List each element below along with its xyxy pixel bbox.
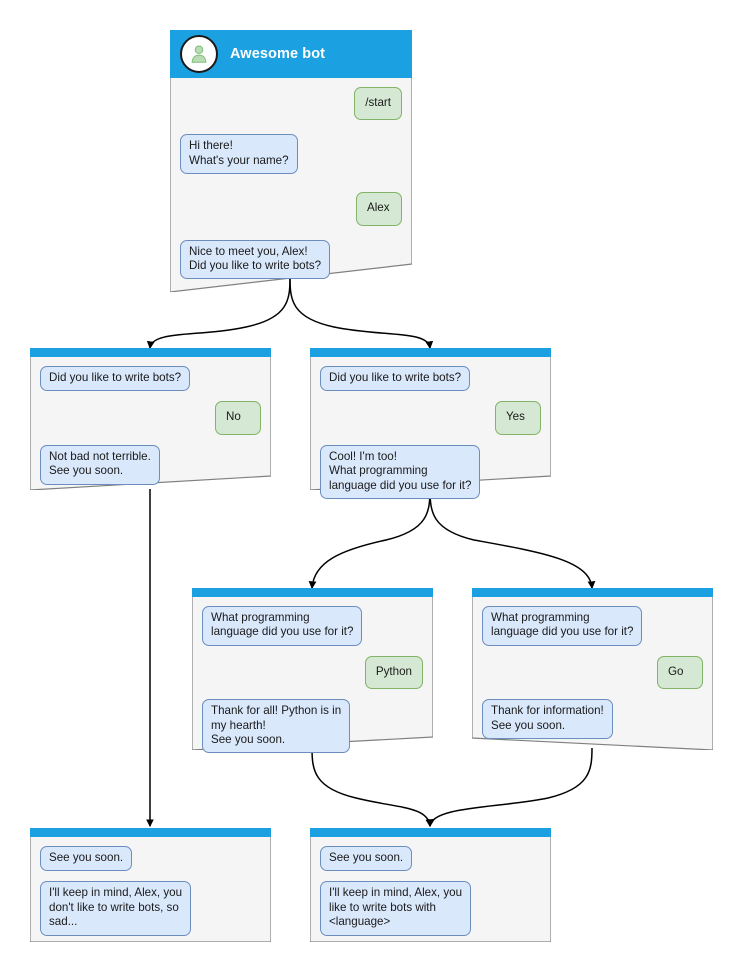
node-titlebar bbox=[310, 828, 551, 837]
chat-transcript: /start Hi there! What's your name? Alex … bbox=[170, 78, 412, 280]
edge-yes-to-python bbox=[308, 488, 431, 590]
user-message-bubble[interactable]: /start bbox=[354, 87, 402, 121]
bot-message-bubble[interactable]: Hi there! What's your name? bbox=[180, 134, 298, 175]
bot-message-bubble[interactable]: Nice to meet you, Alex! Did you like to … bbox=[180, 239, 331, 280]
bot-message-bubble[interactable]: I'll keep in mind, Alex, you like to wri… bbox=[320, 881, 472, 936]
bot-message-bubble[interactable]: Thank for information! See you soon. bbox=[482, 699, 613, 740]
message-row: Thank for all! Python is in my hearth! S… bbox=[202, 699, 423, 754]
message-row: Thank for information! See you soon. bbox=[482, 699, 703, 740]
bot-message-bubble[interactable]: I'll keep in mind, Alex, you don't like … bbox=[40, 881, 192, 936]
answer-go-node[interactable]: What programming language did you use fo… bbox=[472, 588, 713, 750]
edge-go-to-end-happy bbox=[426, 747, 593, 828]
bot-message-bubble[interactable]: Did you like to write bots? bbox=[40, 366, 191, 392]
message-row: Nice to meet you, Alex! Did you like to … bbox=[180, 239, 402, 280]
message-row: What programming language did you use fo… bbox=[202, 606, 423, 646]
bot-message-bubble[interactable]: Did you like to write bots? bbox=[320, 366, 471, 392]
message-row: Cool! I'm too! What programming language… bbox=[320, 444, 541, 500]
message-row: See you soon. bbox=[320, 846, 541, 872]
bot-message-bubble[interactable]: What programming language did you use fo… bbox=[202, 606, 363, 646]
bot-message-bubble[interactable]: Thank for all! Python is in my hearth! S… bbox=[202, 699, 351, 754]
node-titlebar bbox=[310, 348, 551, 357]
message-row: I'll keep in mind, Alex, you like to wri… bbox=[320, 881, 541, 936]
end-no-node[interactable]: See you soon. I'll keep in mind, Alex, y… bbox=[30, 828, 271, 942]
chat-transcript: Did you like to write bots? Yes Cool! I'… bbox=[310, 357, 551, 500]
chat-transcript: See you soon. I'll keep in mind, Alex, y… bbox=[30, 837, 271, 936]
message-row: What programming language did you use fo… bbox=[482, 606, 703, 646]
edge-yes-to-go bbox=[429, 488, 596, 590]
message-row: See you soon. bbox=[40, 846, 261, 872]
message-row: No bbox=[40, 401, 297, 435]
answer-python-node[interactable]: What programming language did you use fo… bbox=[192, 588, 433, 754]
user-message-bubble[interactable]: Go bbox=[657, 655, 703, 690]
node-titlebar bbox=[30, 828, 271, 837]
chat-transcript: What programming language did you use fo… bbox=[192, 597, 433, 754]
message-row: Python bbox=[202, 655, 459, 690]
message-row: Alex bbox=[180, 192, 438, 226]
bot-name-label: Awesome bot bbox=[230, 46, 326, 62]
chat-transcript: What programming language did you use fo… bbox=[472, 597, 713, 740]
edge-python-to-end-happy bbox=[311, 747, 434, 828]
user-message-bubble[interactable]: No bbox=[215, 401, 261, 435]
bot-message-bubble[interactable]: Cool! I'm too! What programming language… bbox=[320, 444, 481, 500]
chat-transcript: Did you like to write bots? No Not bad n… bbox=[30, 357, 271, 485]
message-row: Hi there! What's your name? bbox=[180, 134, 402, 175]
user-message-bubble[interactable]: Alex bbox=[356, 192, 402, 226]
message-row: I'll keep in mind, Alex, you don't like … bbox=[40, 881, 261, 936]
answer-yes-node[interactable]: Did you like to write bots? Yes Cool! I'… bbox=[310, 348, 551, 500]
chat-transcript: See you soon. I'll keep in mind, Alex, y… bbox=[310, 837, 551, 936]
message-row: Go bbox=[482, 655, 739, 690]
message-row: /start bbox=[180, 87, 438, 121]
node-titlebar bbox=[472, 588, 713, 597]
message-row: Yes bbox=[320, 401, 577, 435]
user-message-bubble[interactable]: Yes bbox=[495, 401, 541, 435]
bot-message-bubble[interactable]: See you soon. bbox=[320, 846, 413, 872]
bot-message-bubble[interactable]: See you soon. bbox=[40, 846, 133, 872]
bot-titlebar: Awesome bot bbox=[170, 30, 412, 78]
end-yes-node[interactable]: See you soon. I'll keep in mind, Alex, y… bbox=[310, 828, 551, 942]
node-titlebar bbox=[30, 348, 271, 357]
node-titlebar bbox=[192, 588, 433, 597]
message-row: Did you like to write bots? bbox=[320, 366, 541, 392]
bot-message-bubble[interactable]: Not bad not terrible. See you soon. bbox=[40, 444, 160, 485]
message-row: Did you like to write bots? bbox=[40, 366, 261, 392]
user-message-bubble[interactable]: Python bbox=[364, 655, 423, 690]
message-row: Not bad not terrible. See you soon. bbox=[40, 444, 261, 485]
start-node[interactable]: Awesome bot /start Hi there! What's your… bbox=[170, 30, 412, 292]
answer-no-node[interactable]: Did you like to write bots? No Not bad n… bbox=[30, 348, 271, 490]
person-avatar-icon bbox=[180, 35, 218, 73]
bot-message-bubble[interactable]: What programming language did you use fo… bbox=[482, 606, 643, 646]
